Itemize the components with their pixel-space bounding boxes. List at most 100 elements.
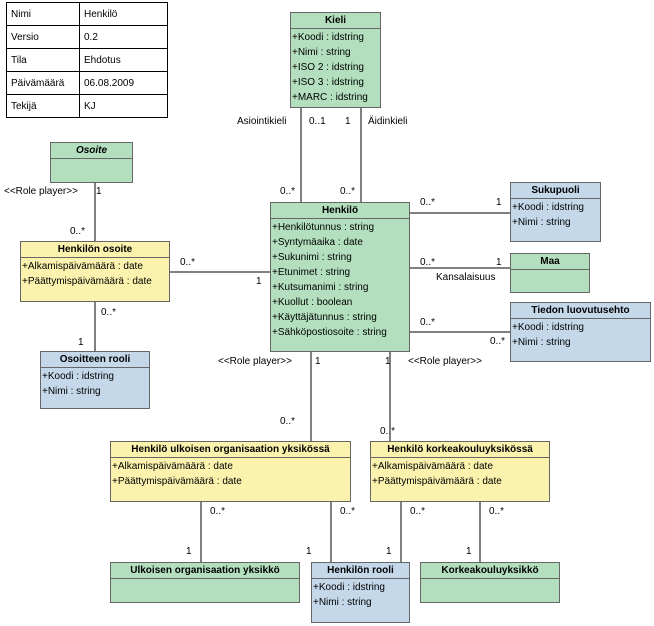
multiplicity: 1: [96, 186, 102, 197]
class-henkilon-osoite[interactable]: Henkilön osoite +Alkamispäivämäärä : dat…: [20, 241, 170, 302]
class-attribute: +Päättymispäivämäärä : date: [22, 276, 152, 287]
metadata-value: Henkilö: [79, 2, 168, 26]
stereotype-role-player: <<Role player>>: [4, 186, 78, 197]
class-sukupuoli[interactable]: Sukupuoli +Koodi : idstring +Nimi : stri…: [510, 182, 601, 242]
class-attribute: +Etunimet : string: [272, 267, 351, 278]
multiplicity: 0..*: [410, 506, 426, 517]
class-attribute: +Päättymispäivämäärä : date: [112, 476, 242, 487]
class-title: Henkilö korkeakouluyksikössä: [371, 442, 549, 458]
multiplicity: 1: [496, 197, 502, 208]
multiplicity: 1: [345, 116, 351, 127]
class-attribute: +Nimi : string: [42, 386, 101, 397]
class-korkeakouluyksikko[interactable]: Korkeakouluyksikkö: [420, 562, 560, 603]
class-kieli[interactable]: Kieli +Koodi : idstring +Nimi : string +…: [290, 12, 381, 108]
class-attribute: +Nimi : string: [292, 47, 351, 58]
class-attribute: +Nimi : string: [512, 337, 571, 348]
class-attribute: +Nimi : string: [313, 597, 372, 608]
multiplicity: 0..*: [340, 506, 356, 517]
multiplicity: 0..*: [210, 506, 226, 517]
class-title: Henkilö ulkoisen organisaation yksikössä: [111, 442, 350, 458]
class-attribute: +Syntymäaika : date: [272, 237, 363, 248]
class-title: Henkilö: [271, 203, 409, 219]
class-attribute: +Alkamispäivämäärä : date: [22, 261, 143, 272]
class-attribute: +Koodi : idstring: [512, 202, 584, 213]
multiplicity: 1: [386, 546, 392, 557]
class-title: Sukupuoli: [511, 183, 600, 199]
metadata-value: 0.2: [79, 25, 168, 49]
class-attribute: +Alkamispäivämäärä : date: [112, 461, 233, 472]
class-attribute: +Sukunimi : string: [272, 252, 352, 263]
class-ulk-org-yksikko[interactable]: Ulkoisen organisaation yksikkö: [110, 562, 300, 603]
class-attribute: +Koodi : idstring: [313, 582, 385, 593]
metadata-key: Päivämäärä: [6, 71, 80, 95]
multiplicity: 1: [385, 356, 391, 367]
class-title: Osoitteen rooli: [41, 352, 149, 368]
metadata-key: Nimi: [6, 2, 80, 26]
class-attribute: +Päättymispäivämäärä : date: [372, 476, 502, 487]
class-maa[interactable]: Maa: [510, 253, 590, 293]
multiplicity: 1: [256, 276, 262, 287]
multiplicity: 0..*: [101, 307, 117, 318]
role-aidinkieli: Äidinkieli: [368, 116, 408, 127]
class-osoitteen-rooli[interactable]: Osoitteen rooli +Koodi : idstring +Nimi …: [40, 351, 150, 409]
class-attribute: +Kuollut : boolean: [272, 297, 353, 308]
class-title: Osoite: [51, 143, 132, 159]
class-attribute: +Koodi : idstring: [292, 32, 364, 43]
class-title: Kieli: [291, 13, 380, 29]
metadata-value: Ehdotus: [79, 48, 168, 72]
stereotype-role-player: <<Role player>>: [218, 356, 292, 367]
stereotype-role-player: <<Role player>>: [408, 356, 482, 367]
multiplicity: 1: [466, 546, 472, 557]
multiplicity: 0..*: [280, 186, 296, 197]
multiplicity: 1: [306, 546, 312, 557]
multiplicity: 0..*: [280, 416, 296, 427]
class-title: Korkeakouluyksikkö: [421, 563, 559, 579]
class-attribute: +Kutsumanimi : string: [272, 282, 369, 293]
class-henkilo-ulk-org-yksikossa[interactable]: Henkilö ulkoisen organisaation yksikössä…: [110, 441, 351, 502]
multiplicity: 0..*: [420, 257, 436, 268]
multiplicity: 1: [496, 257, 502, 268]
class-title: Maa: [511, 254, 589, 270]
class-attribute: +Koodi : idstring: [512, 322, 584, 333]
class-henkilon-rooli[interactable]: Henkilön rooli +Koodi : idstring +Nimi :…: [311, 562, 410, 623]
metadata-key: Tekijä: [6, 94, 80, 118]
multiplicity: 0..*: [340, 186, 356, 197]
class-henkilo-korkeakouluyksikossa[interactable]: Henkilö korkeakouluyksikössä +Alkamispäi…: [370, 441, 550, 502]
class-attribute: +ISO 3 : idstring: [292, 77, 364, 88]
class-title: Ulkoisen organisaation yksikkö: [111, 563, 299, 579]
class-attribute: +Nimi : string: [512, 217, 571, 228]
class-attribute: +ISO 2 : idstring: [292, 62, 364, 73]
multiplicity: 0..*: [490, 336, 506, 347]
class-attribute: +Käyttäjätunnus : string: [272, 312, 377, 323]
metadata-key: Tila: [6, 48, 80, 72]
class-title: Henkilön rooli: [312, 563, 409, 579]
multiplicity: 1: [186, 546, 192, 557]
class-tiedon-luovutusehto[interactable]: Tiedon luovutusehto +Koodi : idstring +N…: [510, 302, 651, 362]
class-henkilo[interactable]: Henkilö +Henkilötunnus : string +Syntymä…: [270, 202, 410, 352]
multiplicity: 0..*: [380, 426, 396, 437]
metadata-value: 06.08.2009: [79, 71, 168, 95]
role-asiointikieli: Asiointikieli: [237, 116, 287, 127]
class-attribute: +Koodi : idstring: [42, 371, 114, 382]
multiplicity: 0..1: [309, 116, 326, 127]
multiplicity: 1: [78, 337, 84, 348]
class-title: Henkilön osoite: [21, 242, 169, 258]
multiplicity: 0..*: [420, 197, 436, 208]
class-attribute: +Alkamispäivämäärä : date: [372, 461, 493, 472]
class-osoite[interactable]: Osoite: [50, 142, 133, 183]
multiplicity: 0..*: [420, 317, 436, 328]
multiplicity: 0..*: [70, 226, 86, 237]
role-kansalaisuus: Kansalaisuus: [436, 272, 496, 283]
class-title: Tiedon luovutusehto: [511, 303, 650, 319]
multiplicity: 0..*: [489, 506, 505, 517]
metadata-value: KJ: [79, 94, 168, 118]
multiplicity: 1: [315, 356, 321, 367]
class-attribute: +Henkilötunnus : string: [272, 222, 375, 233]
